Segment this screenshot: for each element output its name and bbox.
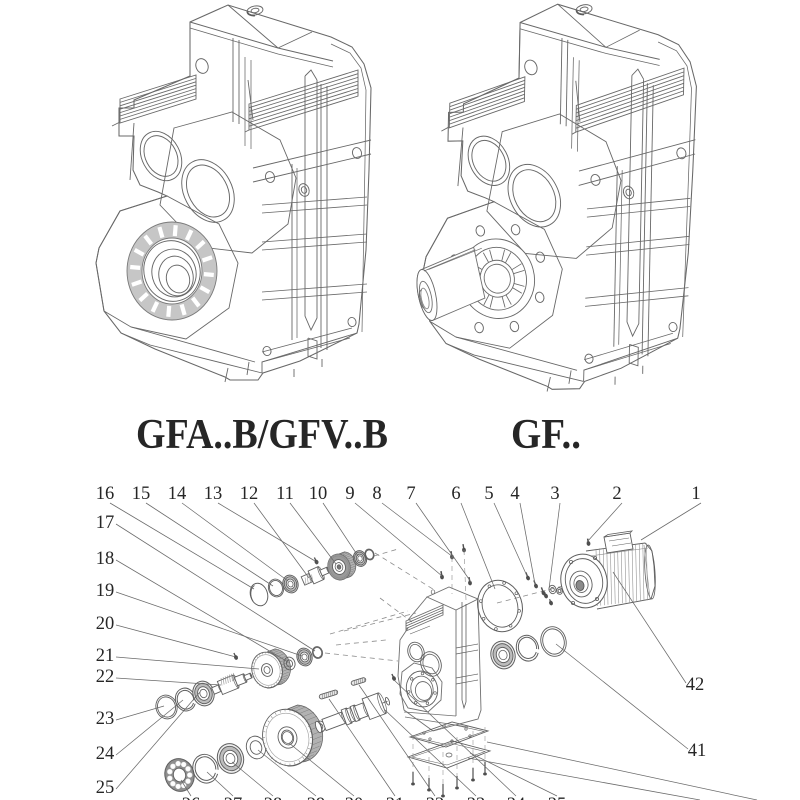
svg-text:29: 29 bbox=[307, 795, 326, 800]
svg-text:28: 28 bbox=[264, 795, 283, 800]
svg-text:8: 8 bbox=[372, 484, 381, 504]
svg-text:25: 25 bbox=[96, 778, 115, 798]
svg-text:7: 7 bbox=[406, 484, 415, 504]
svg-text:9: 9 bbox=[345, 484, 354, 504]
svg-text:12: 12 bbox=[240, 484, 259, 504]
svg-text:3: 3 bbox=[550, 484, 559, 504]
svg-text:5: 5 bbox=[484, 484, 493, 504]
svg-text:24: 24 bbox=[96, 744, 115, 764]
svg-text:27: 27 bbox=[224, 795, 243, 800]
svg-text:4: 4 bbox=[510, 484, 519, 504]
svg-text:13: 13 bbox=[204, 484, 223, 504]
svg-text:2: 2 bbox=[612, 484, 621, 504]
svg-text:11: 11 bbox=[276, 484, 294, 504]
svg-text:34: 34 bbox=[507, 795, 526, 800]
svg-text:GFA..B/GFV..B: GFA..B/GFV..B bbox=[136, 412, 388, 458]
svg-text:15: 15 bbox=[132, 484, 151, 504]
svg-text:6: 6 bbox=[451, 484, 460, 504]
svg-text:21: 21 bbox=[96, 646, 115, 666]
svg-text:32: 32 bbox=[426, 795, 445, 800]
svg-text:14: 14 bbox=[168, 484, 187, 504]
svg-text:35: 35 bbox=[548, 795, 567, 800]
svg-text:26: 26 bbox=[182, 795, 201, 800]
svg-text:19: 19 bbox=[96, 581, 115, 601]
svg-text:20: 20 bbox=[96, 614, 115, 634]
svg-text:1: 1 bbox=[691, 484, 700, 504]
svg-text:GF..: GF.. bbox=[511, 412, 581, 458]
svg-text:17: 17 bbox=[96, 513, 115, 533]
svg-text:23: 23 bbox=[96, 709, 115, 729]
svg-text:42: 42 bbox=[686, 675, 705, 695]
svg-text:41: 41 bbox=[688, 741, 707, 761]
svg-text:22: 22 bbox=[96, 667, 115, 687]
svg-text:30: 30 bbox=[345, 795, 364, 800]
svg-text:33: 33 bbox=[467, 795, 486, 800]
svg-text:10: 10 bbox=[309, 484, 328, 504]
svg-text:31: 31 bbox=[386, 795, 405, 800]
svg-text:16: 16 bbox=[96, 484, 115, 504]
svg-text:18: 18 bbox=[96, 549, 115, 569]
